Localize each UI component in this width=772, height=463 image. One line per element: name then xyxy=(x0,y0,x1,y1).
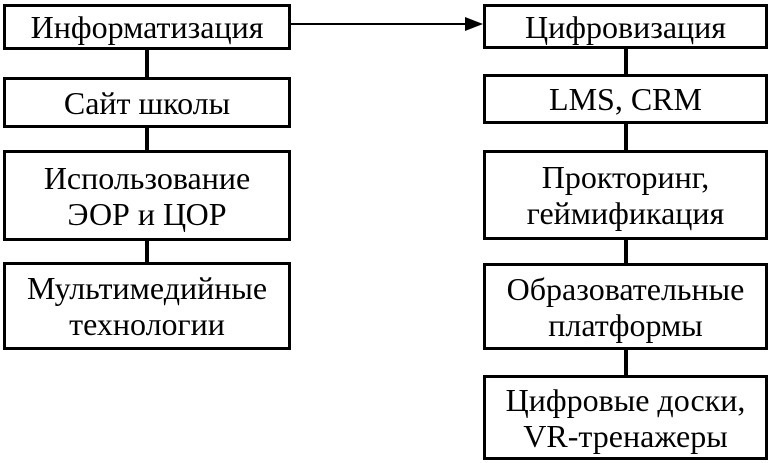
proctoring-gamification-label-line1: Прокторинг, xyxy=(541,159,710,195)
multimedia-technologies-box: Мультимедийные технологии xyxy=(3,262,291,350)
left-connector-1 xyxy=(145,50,149,77)
digital-boards-vr-label-line1: Цифровые доски, xyxy=(505,381,746,418)
lms-crm-box: LMS, CRM xyxy=(483,74,768,124)
multimedia-technologies-label-line2: технологии xyxy=(69,306,225,342)
left-connector-3 xyxy=(145,241,149,262)
multimedia-technologies-label-line1: Мультимедийные xyxy=(26,270,268,306)
eor-cor-usage-label-line1: Использование xyxy=(43,159,251,196)
eor-cor-usage-label-line2: ЭОР и ЦОР xyxy=(67,195,227,232)
proctoring-gamification-label-line2: геймификация xyxy=(526,195,725,231)
educational-platforms-label-line1: Образовательные xyxy=(506,270,745,307)
informatization-box: Информатизация xyxy=(3,4,291,50)
arrow-shaft xyxy=(291,23,467,25)
school-website-box: Сайт школы xyxy=(3,77,291,128)
informatization-label: Информатизация xyxy=(30,9,264,45)
right-connector-1 xyxy=(624,49,628,74)
arrow-head-icon xyxy=(465,17,483,31)
left-connector-2 xyxy=(145,128,149,150)
right-connector-2 xyxy=(624,124,628,150)
digitalization-label: Цифровизация xyxy=(524,8,726,45)
lms-crm-label: LMS, CRM xyxy=(549,81,702,117)
digital-boards-vr-label-line2: VR-тренажеры xyxy=(523,417,728,454)
educational-platforms-label-line2: платформы xyxy=(548,306,703,343)
right-connector-3 xyxy=(624,240,628,263)
school-website-label: Сайт школы xyxy=(63,84,231,121)
digital-boards-vr-box: Цифровые доски, VR-тренажеры xyxy=(483,375,768,460)
right-connector-4 xyxy=(624,350,628,375)
eor-cor-usage-box: Использование ЭОР и ЦОР xyxy=(3,150,291,241)
proctoring-gamification-box: Прокторинг, геймификация xyxy=(483,150,768,240)
digitalization-box: Цифровизация xyxy=(483,4,768,49)
educational-platforms-box: Образовательные платформы xyxy=(483,263,768,350)
